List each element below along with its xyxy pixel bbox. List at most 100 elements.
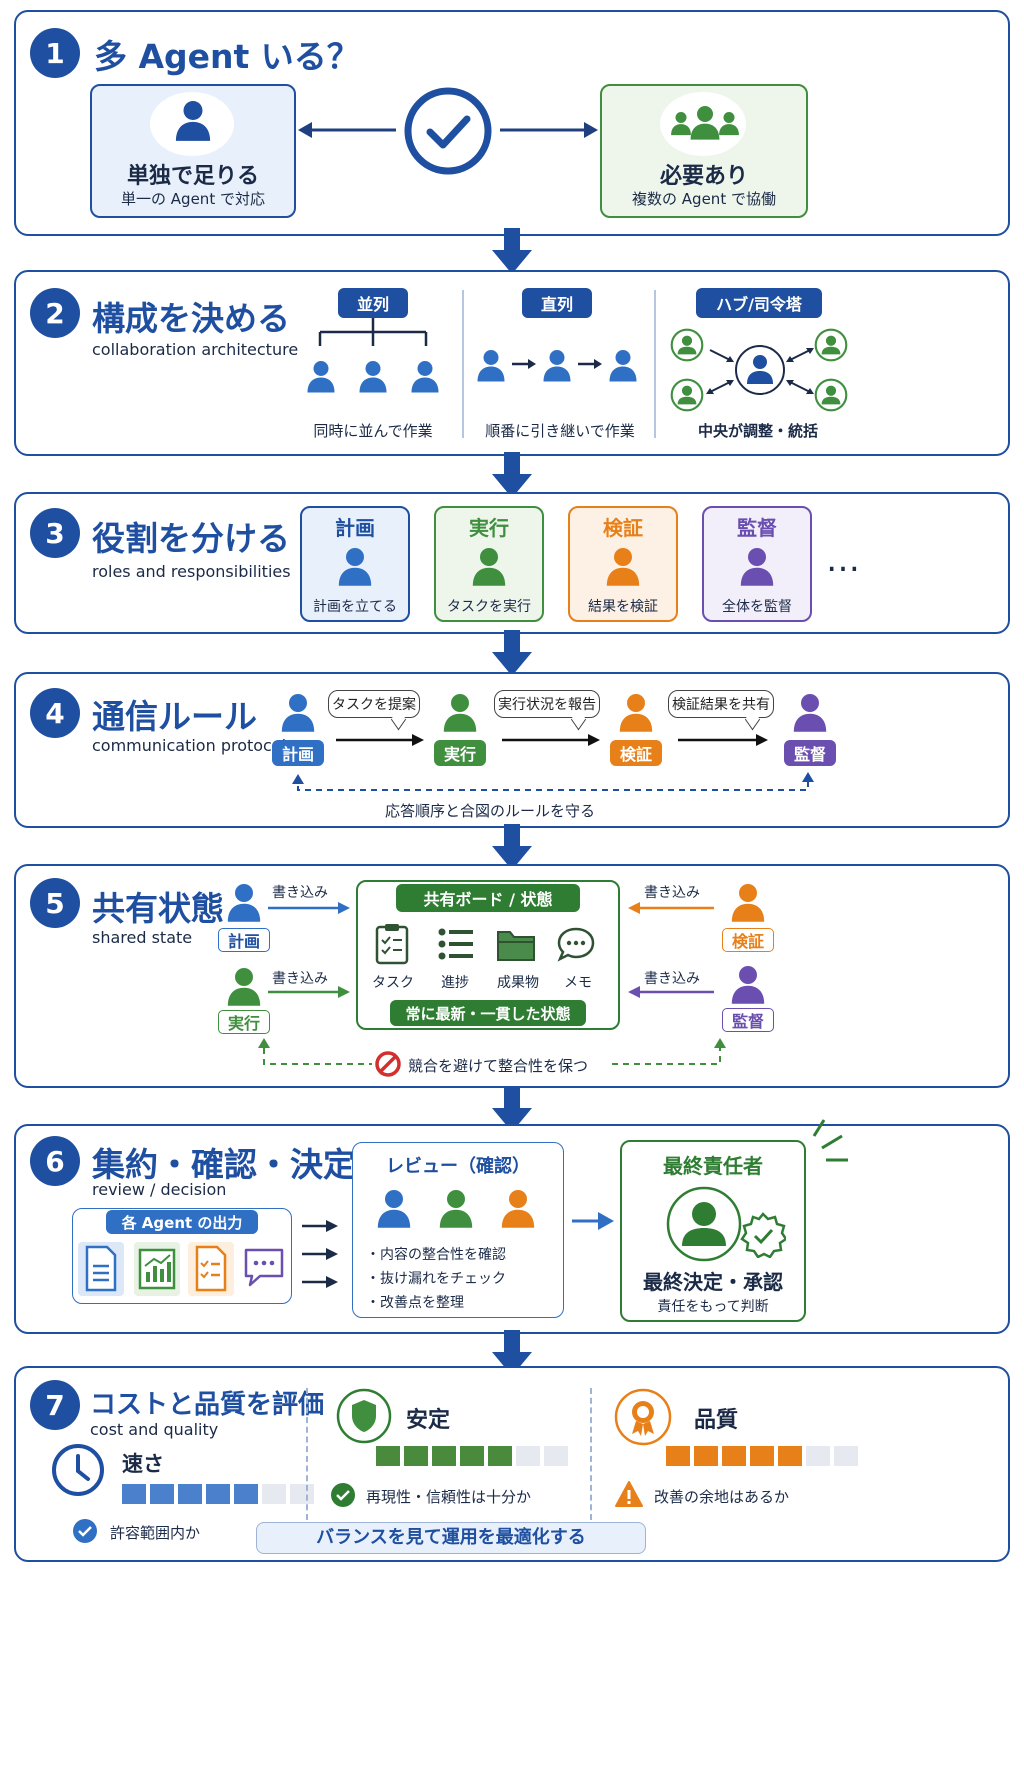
role-supervise-desc: 全体を監督 bbox=[722, 599, 792, 615]
divider bbox=[306, 1388, 308, 1520]
section-6-number: 6 bbox=[30, 1136, 80, 1186]
section-4-number: 4 bbox=[30, 688, 80, 738]
message-bubble: タスクを提案 bbox=[328, 690, 420, 718]
multi-agent-desc: 複数の Agent で協働 bbox=[632, 190, 776, 208]
meter-segment bbox=[206, 1484, 230, 1504]
chart-icon bbox=[134, 1242, 180, 1296]
divider bbox=[590, 1388, 592, 1520]
meter-segment bbox=[806, 1446, 830, 1466]
conflict-dashed-line bbox=[258, 1038, 726, 1065]
person-icon bbox=[226, 880, 262, 924]
review-title: レビュー（確認） bbox=[386, 1156, 530, 1177]
message-bubble: 検証結果を共有 bbox=[668, 690, 774, 718]
document-icon bbox=[78, 1242, 124, 1296]
section-3-subtitle: roles and responsibilities bbox=[92, 562, 291, 581]
person-icon bbox=[730, 880, 766, 924]
meter-segment bbox=[488, 1446, 512, 1466]
agent-supervise-tag: 監督 bbox=[784, 740, 836, 766]
progress-list-icon bbox=[438, 928, 473, 960]
meter-segment bbox=[290, 1484, 314, 1504]
final-title: 最終責任者 bbox=[663, 1154, 763, 1178]
board-item-deliverable: 成果物 bbox=[497, 975, 539, 991]
down-arrow-2 bbox=[492, 452, 532, 498]
shared-board-title: 共有ボード / 状態 bbox=[396, 884, 580, 912]
person-icon bbox=[226, 964, 262, 1008]
section-3-title: 役割を分ける bbox=[92, 519, 290, 558]
checklist-icon bbox=[188, 1242, 234, 1296]
message-bubble: 実行状況を報告 bbox=[494, 690, 600, 718]
parallel-label: 並列 bbox=[338, 288, 408, 318]
meter-segment bbox=[404, 1446, 428, 1466]
reviewers-group bbox=[377, 1190, 535, 1228]
speed-meter bbox=[122, 1484, 314, 1504]
role-exec-label: 実行 bbox=[469, 516, 509, 540]
sparkle-lines bbox=[812, 1119, 848, 1162]
section-4-title: 通信ルール bbox=[92, 697, 257, 736]
output-arrows bbox=[302, 1220, 338, 1288]
person-icon bbox=[337, 544, 373, 588]
shared-board-footer: 常に最新・一貫した状態 bbox=[390, 1000, 586, 1026]
role-supervise-label: 監督 bbox=[737, 516, 777, 540]
shield-icon bbox=[336, 1388, 392, 1444]
meter-segment bbox=[150, 1484, 174, 1504]
section-2-subtitle: collaboration architecture bbox=[92, 340, 299, 359]
review-to-final-arrow bbox=[572, 1212, 614, 1230]
meter-segment bbox=[694, 1446, 718, 1466]
review-box bbox=[352, 1142, 564, 1318]
group-icon bbox=[671, 106, 739, 140]
memo-chat-icon bbox=[557, 927, 595, 962]
folder-icon bbox=[497, 931, 535, 961]
parallel-caption: 同時に並んで作業 bbox=[313, 422, 433, 440]
serial-caption: 順番に引き継いで作業 bbox=[485, 422, 635, 440]
write-label: 書き込み bbox=[644, 885, 700, 901]
meter-segment bbox=[750, 1446, 774, 1466]
conflict-note: 競合を避けて整合性を保つ bbox=[408, 1057, 589, 1075]
speed-label: 速さ bbox=[122, 1452, 164, 1476]
agent-exec-tag: 実行 bbox=[218, 1010, 270, 1034]
agent-plan-tag: 計画 bbox=[218, 928, 270, 952]
section-7-title: コストと品質を評価 bbox=[90, 1390, 325, 1420]
person-icon bbox=[739, 544, 775, 588]
stability-check: 再現性・信頼性は十分か bbox=[366, 1488, 532, 1506]
check-circle-icon bbox=[404, 87, 492, 175]
board-item-progress: 進捗 bbox=[441, 975, 469, 991]
role-plan-label: 計画 bbox=[335, 516, 375, 540]
protocol-arrows bbox=[292, 734, 814, 791]
award-medal-icon bbox=[614, 1388, 672, 1446]
multi-agent-title: 必要あり bbox=[659, 164, 748, 189]
board-item-task: タスク bbox=[372, 975, 414, 991]
final-desc: 責任をもって判断 bbox=[657, 1299, 769, 1315]
meter-segment bbox=[666, 1446, 690, 1466]
speed-check: 許容範囲内か bbox=[110, 1524, 201, 1542]
quality-check: 改善の余地はあるか bbox=[654, 1488, 790, 1506]
single-agent-title: 単独で足りる bbox=[126, 164, 259, 189]
review-item: ・内容の整合性を確認 bbox=[366, 1247, 506, 1263]
person-icon bbox=[471, 544, 507, 588]
role-plan-desc: 計画を立てる bbox=[313, 599, 397, 615]
write-arrows bbox=[268, 902, 714, 998]
meter-segment bbox=[376, 1446, 400, 1466]
section-5-title: 共有状態 bbox=[92, 889, 224, 928]
role-verify-label: 検証 bbox=[603, 516, 643, 540]
parallel-diagram bbox=[307, 318, 439, 393]
section-2-number: 2 bbox=[30, 288, 80, 338]
meter-segment bbox=[234, 1484, 258, 1504]
comment-icon bbox=[244, 1248, 284, 1287]
agent-exec-tag: 実行 bbox=[434, 740, 486, 766]
serial-label: 直列 bbox=[522, 288, 592, 318]
section-1-title: 多 Agent いる？ bbox=[94, 37, 360, 76]
review-item: ・改善点を整理 bbox=[366, 1295, 464, 1311]
quality-meter bbox=[666, 1446, 858, 1466]
stability-meter bbox=[376, 1446, 568, 1466]
section-3-number: 3 bbox=[30, 508, 80, 558]
check-circle-icon bbox=[331, 1483, 355, 1507]
section-2-title: 構成を決める bbox=[92, 299, 290, 338]
person-icon bbox=[174, 98, 212, 142]
section-7-subtitle: cost and quality bbox=[90, 1420, 219, 1439]
quality-label: 品質 bbox=[694, 1408, 739, 1433]
meter-segment bbox=[178, 1484, 202, 1504]
warning-icon bbox=[615, 1481, 643, 1507]
check-circle-icon bbox=[73, 1519, 97, 1543]
agent-plan-tag: 計画 bbox=[272, 740, 324, 766]
section-6-subtitle: review / decision bbox=[92, 1180, 227, 1199]
